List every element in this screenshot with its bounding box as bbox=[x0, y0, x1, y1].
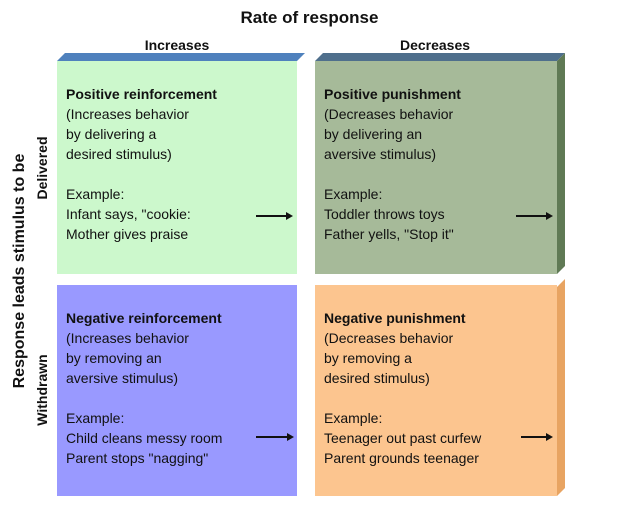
quadrant-title: Negative punishment bbox=[324, 310, 466, 326]
quadrant-negative-punishment: Negative punishment (Decreases behavior … bbox=[315, 285, 557, 496]
row-label-withdrawn: Withdrawn bbox=[34, 354, 50, 426]
top-edge-increases bbox=[57, 53, 305, 61]
quadrant-desc-line: by delivering an bbox=[324, 126, 423, 142]
quadrant-negative-reinforcement: Negative reinforcement (Increases behavi… bbox=[57, 285, 297, 496]
example-label: Example: bbox=[66, 186, 125, 202]
quadrant-title: Positive reinforcement bbox=[66, 86, 217, 102]
example-line: Mother gives praise bbox=[66, 226, 189, 242]
arrow-right-icon bbox=[256, 432, 294, 442]
row-label-delivered: Delivered bbox=[34, 136, 50, 200]
quadrant-desc-line: (Decreases behavior bbox=[324, 330, 454, 346]
quadrant-title: Negative reinforcement bbox=[66, 310, 222, 326]
quadrant-positive-reinforcement: Positive reinforcement (Increases behavi… bbox=[57, 61, 297, 274]
quadrant-desc-line: (Decreases behavior bbox=[324, 106, 454, 122]
quadrant-desc-line: aversive stimulus) bbox=[324, 146, 437, 162]
y-axis-label: Response leads stimulus to be bbox=[11, 153, 28, 389]
quadrant-desc-line: by delivering a bbox=[66, 126, 157, 142]
top-edge-decreases bbox=[315, 53, 565, 61]
quadrant-desc-line: (Increases behavior bbox=[66, 106, 189, 122]
example-line: Toddler throws toys bbox=[324, 206, 445, 222]
example-line: Teenager out past curfew bbox=[324, 430, 482, 446]
example-line: Infant says, "cookie: bbox=[66, 206, 191, 222]
right-edge-top bbox=[557, 53, 565, 274]
column-header-increases: Increases bbox=[144, 37, 210, 53]
example-line: Child cleans messy room bbox=[66, 430, 223, 446]
quadrant-desc-line: desired stimulus) bbox=[66, 146, 172, 162]
example-line: Father yells, "Stop it" bbox=[324, 226, 454, 242]
example-label: Example: bbox=[324, 410, 383, 426]
arrow-right-icon bbox=[516, 211, 553, 221]
arrow-right-icon bbox=[256, 211, 293, 221]
diagram-title: Rate of response bbox=[240, 8, 379, 27]
quadrant-desc-line: desired stimulus) bbox=[324, 370, 430, 386]
quadrant-positive-punishment: Positive punishment (Decreases behavior … bbox=[315, 61, 557, 274]
quadrant-desc-line: aversive stimulus) bbox=[66, 370, 179, 386]
arrow-right-icon bbox=[521, 432, 553, 442]
quadrant-title: Positive punishment bbox=[324, 86, 461, 102]
quadrant-desc-line: by removing a bbox=[324, 350, 412, 366]
example-label: Example: bbox=[66, 410, 125, 426]
quadrant-desc-line: by removing an bbox=[66, 350, 162, 366]
quadrant-desc-line: (Increases behavior bbox=[66, 330, 189, 346]
example-label: Example: bbox=[324, 186, 383, 202]
example-line: Parent grounds teenager bbox=[324, 450, 479, 466]
column-header-decreases: Decreases bbox=[399, 37, 471, 53]
right-edge-bottom bbox=[557, 279, 565, 496]
example-line: Parent stops "nagging" bbox=[66, 450, 209, 466]
